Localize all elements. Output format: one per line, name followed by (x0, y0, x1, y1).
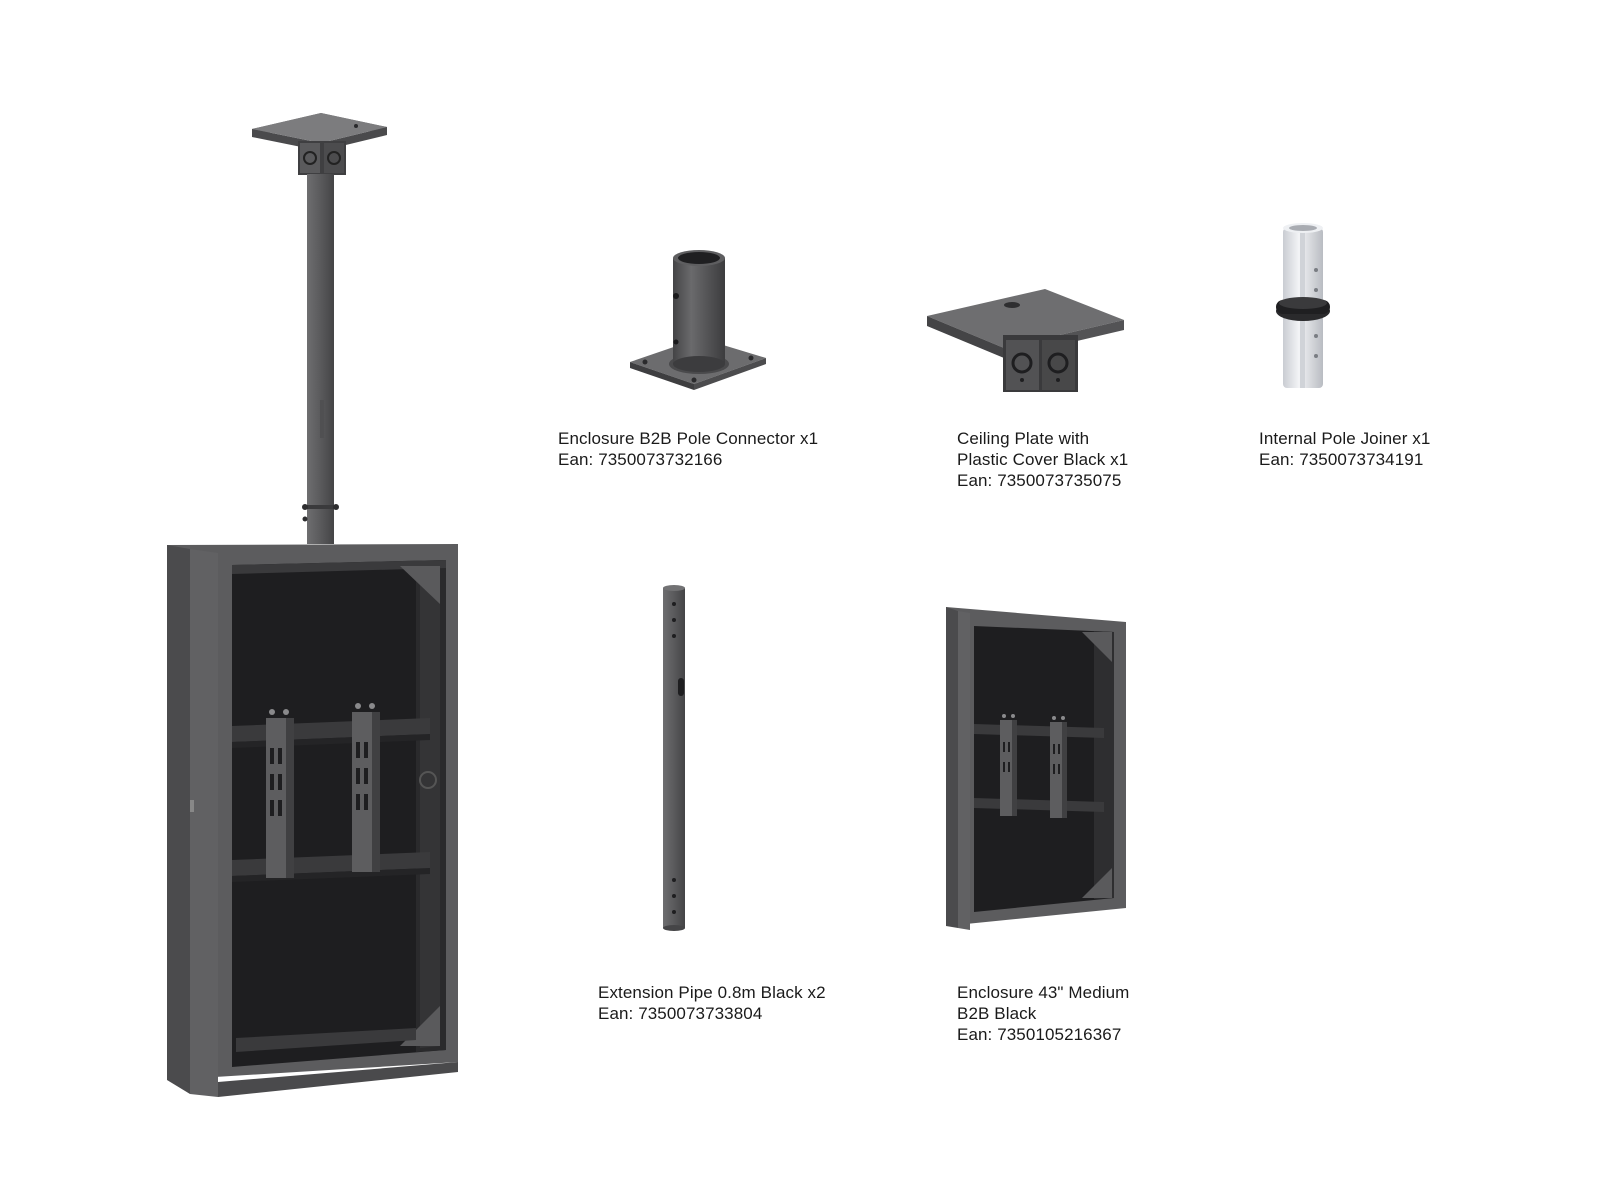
extension-pipe-image (663, 585, 685, 931)
pole-connector-image (630, 250, 766, 390)
ceiling-mounted-enclosure-image (167, 113, 458, 1097)
enclosure-image (946, 607, 1126, 930)
caption-pole-connector: Enclosure B2B Pole Connector x1 Ean: 735… (558, 428, 818, 470)
item-ean: Ean: 7350105216367 (957, 1025, 1122, 1044)
item-name: Enclosure B2B Pole Connector x1 (558, 429, 819, 448)
caption-enclosure: Enclosure 43" Medium B2B Black Ean: 7350… (957, 982, 1129, 1045)
caption-ceiling-plate: Ceiling Plate with Plastic Cover Black x… (957, 428, 1128, 491)
item-name: Enclosure 43" Medium (957, 983, 1130, 1002)
caption-pole-joiner: Internal Pole Joiner x1 Ean: 73500737341… (1259, 428, 1430, 470)
item-name: Ceiling Plate with (957, 429, 1090, 448)
pole-joiner-image (1276, 223, 1330, 388)
item-ean: Ean: 7350073735075 (957, 471, 1122, 490)
item-name: B2B Black (957, 1004, 1037, 1023)
item-ean: Ean: 7350073733804 (598, 1004, 763, 1023)
item-name: Plastic Cover Black x1 (957, 450, 1129, 469)
ceiling-plate-image (927, 289, 1124, 392)
caption-extension-pipe: Extension Pipe 0.8m Black x2 Ean: 735007… (598, 982, 826, 1024)
item-name: Extension Pipe 0.8m Black x2 (598, 983, 826, 1002)
item-ean: Ean: 7350073732166 (558, 450, 723, 469)
item-name: Internal Pole Joiner x1 (1259, 429, 1431, 448)
item-ean: Ean: 7350073734191 (1259, 450, 1424, 469)
